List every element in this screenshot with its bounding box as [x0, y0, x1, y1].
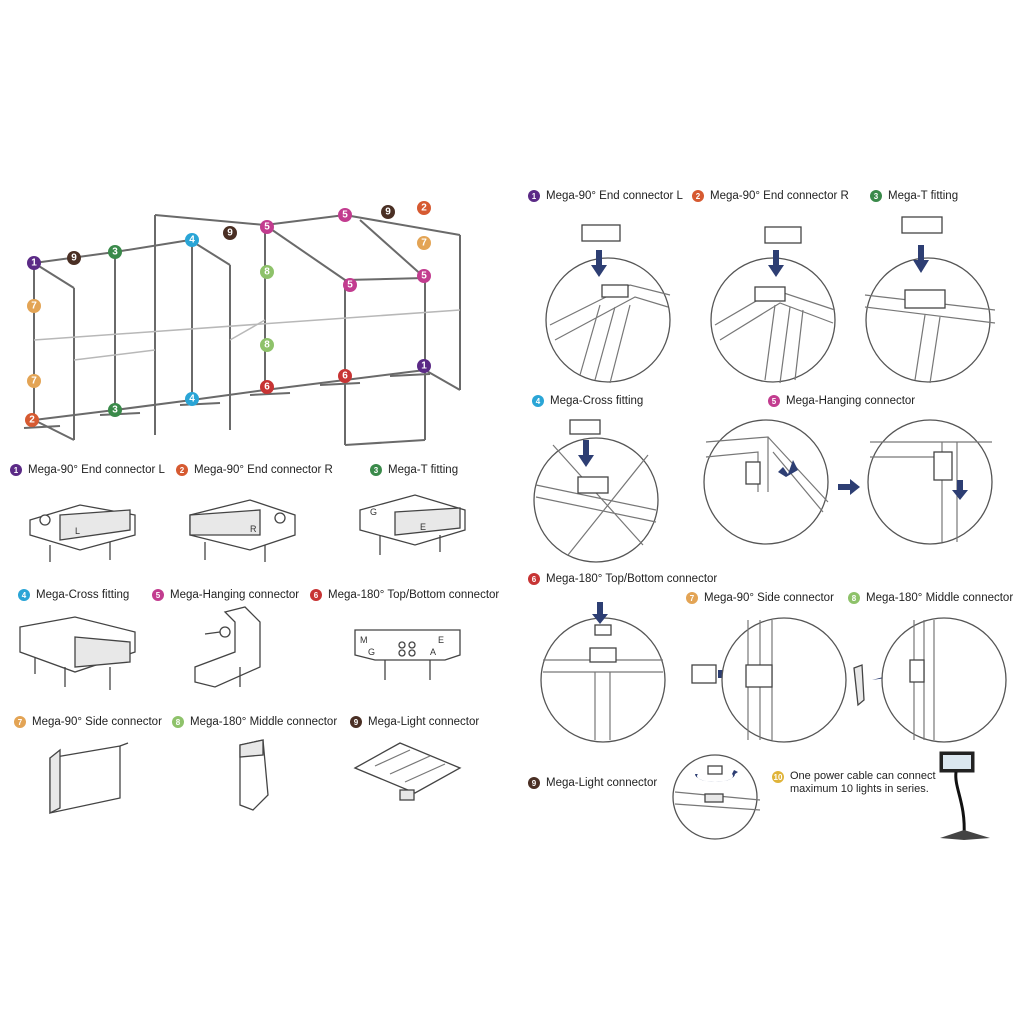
marker-badge: 1: [10, 464, 22, 476]
marker-badge: 10: [772, 771, 784, 783]
marker-badge: 1: [528, 190, 540, 202]
svg-text:6: 6: [264, 382, 270, 393]
part-end-connector-l: L: [29, 504, 136, 562]
label-cross-fitting: 4 Mega-Cross fitting: [18, 589, 129, 601]
marker-badge: 6: [310, 589, 322, 601]
svg-text:9: 9: [385, 207, 391, 218]
part-cross-fitting: [19, 616, 136, 690]
power-cable-note: 10 One power cable can connect maximum 1…: [772, 770, 936, 795]
label-light-connector: 9 Mega-Light connector: [350, 716, 479, 728]
r-label-hanging-connector: 5 Mega-Hanging connector: [768, 395, 915, 407]
svg-text:9: 9: [227, 228, 233, 239]
r-label-cross-fitting: 4 Mega-Cross fitting: [532, 395, 643, 407]
r-label-end-connector-r: 2 Mega-90° End connector R: [692, 190, 849, 202]
marker-badge: 9: [528, 777, 540, 789]
frame-markers: 1 9 3 4 9 5 5 9 2 7 5 5 7 7 2 8 8 6 6 1 …: [25, 201, 431, 427]
svg-text:A: A: [430, 647, 436, 657]
marker-badge: 7: [686, 592, 698, 604]
svg-text:4: 4: [189, 394, 195, 405]
svg-text:5: 5: [421, 271, 427, 282]
label-t-fitting: 3 Mega-T fitting: [370, 464, 458, 476]
part-hanging-connector: [194, 606, 261, 688]
label-end-connector-l: 1 Mega-90° End connector L: [10, 464, 165, 476]
label-side-connector: 7 Mega-90° Side connector: [14, 716, 162, 728]
label-hanging-connector: 5 Mega-Hanging connector: [152, 589, 299, 601]
svg-text:3: 3: [112, 247, 118, 258]
marker-badge: 3: [870, 190, 882, 202]
svg-text:E: E: [420, 522, 426, 532]
svg-text:8: 8: [264, 267, 270, 278]
part-middle-connector: [239, 739, 269, 811]
part-top-bottom-connector: M G E A: [354, 629, 461, 680]
svg-text:7: 7: [31, 301, 37, 312]
marker-badge: 2: [692, 190, 704, 202]
marker-badge: 8: [848, 592, 860, 604]
marker-badge: 2: [176, 464, 188, 476]
svg-text:E: E: [438, 635, 444, 645]
light-stand-illustration: [939, 751, 990, 840]
r-label-middle-connector: 8 Mega-180° Middle connector: [848, 592, 1013, 604]
r-label-light-connector: 9 Mega-Light connector: [528, 777, 657, 789]
part-light-connector: [353, 742, 462, 801]
detail-hanging-step-2: [867, 419, 993, 545]
detail-cross-fitting: [533, 419, 659, 563]
r-label-top-bottom-connector: 6 Mega-180° Top/Bottom connector: [528, 573, 717, 585]
detail-end-connector-l: [545, 224, 671, 384]
svg-text:9: 9: [71, 253, 77, 264]
marker-badge: 5: [768, 395, 780, 407]
svg-text:1: 1: [31, 258, 37, 269]
label-middle-connector: 8 Mega-180° Middle connector: [172, 716, 337, 728]
svg-text:2: 2: [421, 203, 427, 214]
marker-badge: 7: [14, 716, 26, 728]
svg-text:7: 7: [31, 376, 37, 387]
svg-text:1: 1: [421, 361, 427, 372]
detail-t-fitting: [864, 216, 996, 384]
svg-text:3: 3: [112, 405, 118, 416]
label-top-bottom-connector: 6 Mega-180° Top/Bottom connector: [310, 589, 499, 601]
r-label-t-fitting: 3 Mega-T fitting: [870, 190, 958, 202]
detail-light-connector: [672, 754, 761, 840]
svg-text:6: 6: [342, 371, 348, 382]
label-end-connector-r: 2 Mega-90° End connector R: [176, 464, 333, 476]
svg-text:R: R: [250, 524, 257, 534]
marker-badge: 4: [532, 395, 544, 407]
detail-end-connector-r: [710, 226, 836, 384]
marker-badge: 9: [350, 716, 362, 728]
frame-lines: [23, 214, 461, 446]
part-end-connector-r: R: [189, 499, 296, 562]
svg-text:M: M: [360, 635, 368, 645]
svg-text:2: 2: [29, 415, 35, 426]
svg-text:5: 5: [347, 280, 353, 291]
part-side-connector: [49, 742, 129, 815]
marker-badge: 6: [528, 573, 540, 585]
detail-hanging-step-1: [703, 419, 829, 545]
detail-side-connector: [691, 617, 847, 743]
svg-text:L: L: [75, 526, 80, 536]
marker-badge: 4: [18, 589, 30, 601]
svg-text:5: 5: [342, 210, 348, 221]
detail-top-bottom-connector: [540, 602, 666, 743]
svg-text:8: 8: [264, 340, 270, 351]
step-arrow: [838, 479, 860, 495]
svg-text:G: G: [368, 647, 375, 657]
svg-text:7: 7: [421, 238, 427, 249]
r-label-side-connector: 7 Mega-90° Side connector: [686, 592, 834, 604]
svg-text:4: 4: [189, 235, 195, 246]
svg-text:G: G: [370, 507, 377, 517]
marker-badge: 5: [152, 589, 164, 601]
r-label-end-connector-l: 1 Mega-90° End connector L: [528, 190, 683, 202]
detail-middle-connector: [853, 617, 1007, 743]
frame-assembly-diagram: 1 9 3 4 9 5 5 9 2 7 5 5 7 7 2 8 8 6 6 1 …: [23, 201, 461, 446]
marker-badge: 8: [172, 716, 184, 728]
svg-text:5: 5: [264, 222, 270, 233]
marker-badge: 3: [370, 464, 382, 476]
part-t-fitting: G E: [359, 494, 466, 555]
